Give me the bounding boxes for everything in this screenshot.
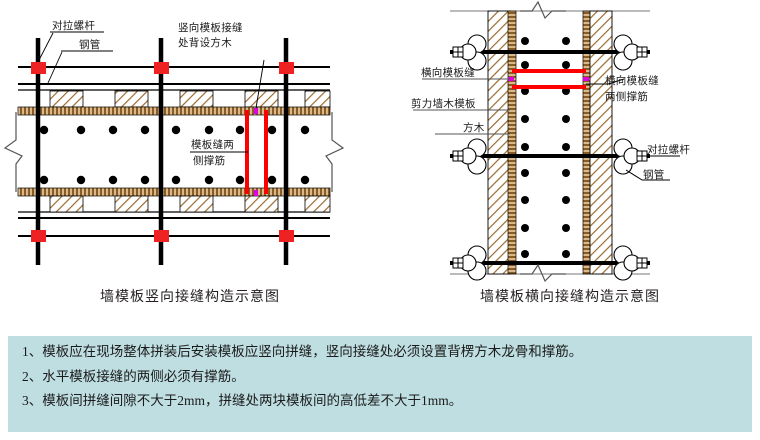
square-timber-blocks-lower (49, 195, 331, 213)
horizontal-joint-caption: 墙模板横向接缝构造示意图 (480, 290, 660, 305)
note-item: 2、水平模板接缝的两侧必须有撑筋。 (22, 368, 245, 384)
break-symbols (520, 0, 566, 283)
tie-rod-row (450, 245, 650, 281)
plywood-band-upper (17, 106, 331, 116)
leader-lines-right (586, 78, 680, 181)
break-symbols (3, 112, 345, 192)
tie-rod-row (450, 138, 650, 175)
label-square-timber: 方木 (463, 121, 485, 134)
label-steel-pipe: 钢管 (643, 168, 665, 181)
plywood-strip-left (507, 10, 517, 275)
label-vertical-joint-backing-timber-line2: 处背设方木 (178, 36, 232, 49)
steel-pipe-rails (18, 66, 330, 237)
label-shear-wall-timber-formwork: 剪力墙木模板 (411, 97, 476, 110)
seam-bracing-bars (245, 108, 268, 196)
label-steel-pipe: 钢管 (79, 38, 101, 51)
label-horizontal-joint-side-bracing-line2: 两侧撑筋 (605, 90, 648, 103)
label-horizontal-formwork-joint: 横向模板缝 (421, 66, 475, 79)
note-item: 3、模板间拼缝间隙不大于2mm，拼缝处两块模板间的高低差不大于1mm。 (22, 393, 463, 408)
vertical-joint-diagram: 对拉螺杆 钢管 竖向模板接缝 处背设方木 模板缝两 侧撑筋 墙模板竖向接缝构造示… (0, 0, 380, 330)
leader-lines (37, 31, 265, 153)
rebar-dots (521, 37, 570, 258)
vertical-joint-caption: 墙模板竖向接缝构造示意图 (100, 290, 280, 305)
rebar-dots (39, 125, 310, 185)
label-vertical-joint-backing-timber-line1: 竖向模板接缝 (178, 21, 243, 34)
label-horizontal-joint-side-bracing-line1: 横向模板缝 (605, 74, 659, 87)
tie-rod-assemblies (450, 34, 650, 281)
label-tie-rod: 对拉螺杆 (647, 143, 690, 156)
tie-rod-row (450, 34, 650, 71)
vertical-steel-posts (35, 38, 289, 265)
label-tie-rod: 对拉螺杆 (52, 19, 95, 32)
horizontal-joint-diagram: 横向模板缝 剪力墙木模板 方木 横向模板缝 两侧撑筋 对拉螺杆 钢管 墙模板横向… (380, 0, 760, 330)
note-item: 1、模板应在现场整体拼装后安装模板应竖向拼缝，竖向接缝处必须设置背楞方木龙骨和撑… (22, 344, 583, 359)
notes-box: 1、模板应在现场整体拼装后安装模板应竖向拼缝，竖向接缝处必须设置背楞方木龙骨和撑… (8, 336, 752, 432)
tie-rod-blocks (31, 62, 294, 242)
timber-column-right (589, 10, 613, 275)
square-timber-blocks-upper (49, 90, 331, 108)
plywood-band-lower (17, 187, 331, 197)
horizontal-seam-bracing-bars (508, 69, 589, 89)
leader-lines-left (413, 78, 510, 135)
label-joint-side-bracing-line1: 模板缝两 (191, 138, 234, 151)
label-joint-side-bracing-line2: 侧撑筋 (193, 154, 225, 167)
horizontal-joint-drawing: 横向模板缝 剪力墙木模板 方木 横向模板缝 两侧撑筋 对拉螺杆 钢管 (411, 0, 690, 283)
vertical-joint-drawing: 对拉螺杆 钢管 竖向模板接缝 处背设方木 模板缝两 侧撑筋 (3, 19, 345, 265)
